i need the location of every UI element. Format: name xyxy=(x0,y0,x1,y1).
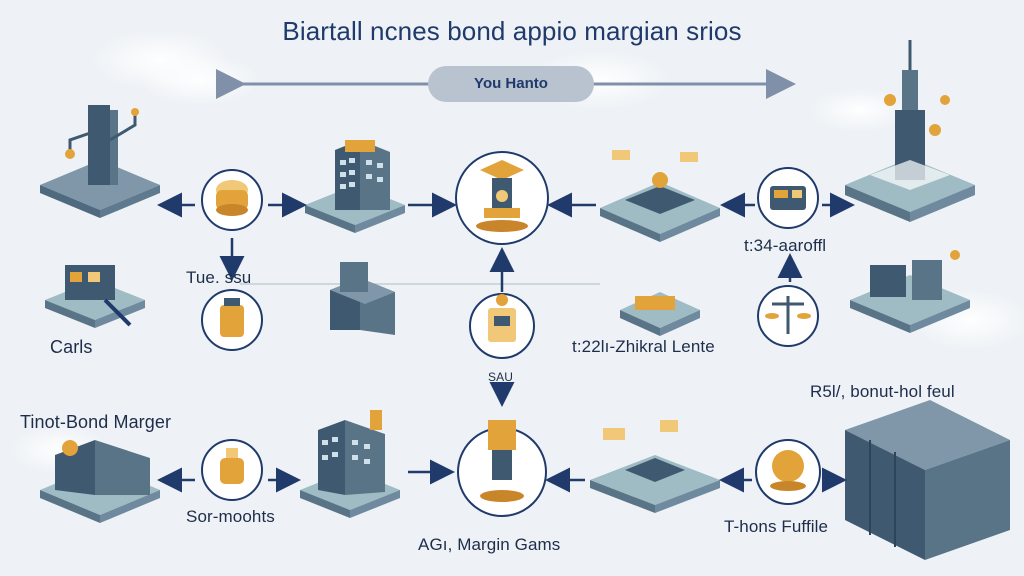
label-carls: Carls xyxy=(50,337,93,357)
label-sor-moohts: Sor-moohts xyxy=(186,507,275,526)
label-thons-fuffile: T-hons Fuffile xyxy=(724,517,829,536)
coin-stack-icon xyxy=(755,439,821,505)
label-sau: SAU xyxy=(488,370,513,384)
flow-arrows xyxy=(157,192,855,493)
label-bond-feul: R5l/, bonut-hol feul xyxy=(810,382,955,401)
factory-node xyxy=(45,265,145,328)
scales-icon xyxy=(757,285,819,347)
margin-emblem-icon xyxy=(455,151,549,245)
coin-bag-icon xyxy=(201,169,263,231)
page-title: Biartall ncnes bond appio margian srios xyxy=(282,16,742,46)
block-building-node xyxy=(330,262,395,335)
treasure-box-node xyxy=(620,292,700,336)
jar-coin-icon xyxy=(201,289,263,351)
vault-platform-node xyxy=(600,150,720,242)
office-building-node xyxy=(305,140,405,233)
machine-platform-node xyxy=(850,250,970,333)
label-tue-ssu: Tue. ssu xyxy=(186,268,252,287)
office-tower-node xyxy=(300,410,400,518)
label-tinot-bond-marger: Tinot-Bond Marger xyxy=(20,412,172,432)
tower-platform-node xyxy=(40,105,160,218)
label-margin-gams: AGı, Margin Gams xyxy=(418,535,561,554)
cube-platform-node xyxy=(590,420,720,513)
potion-coin-icon xyxy=(201,439,263,501)
bond-warehouse-node xyxy=(40,440,160,523)
label-rate-left: t:34-aaroffl xyxy=(744,236,827,255)
label-chikral-lente: t:22lı-Zhikral Lente xyxy=(572,337,715,356)
cash-register-icon xyxy=(757,167,819,229)
trophy-emblem-icon xyxy=(457,420,547,517)
exchange-tower-node xyxy=(845,40,975,222)
server-block-node xyxy=(845,400,1010,560)
top-banner-pill: You Hanto xyxy=(428,66,594,102)
document-seal-icon xyxy=(469,293,535,359)
